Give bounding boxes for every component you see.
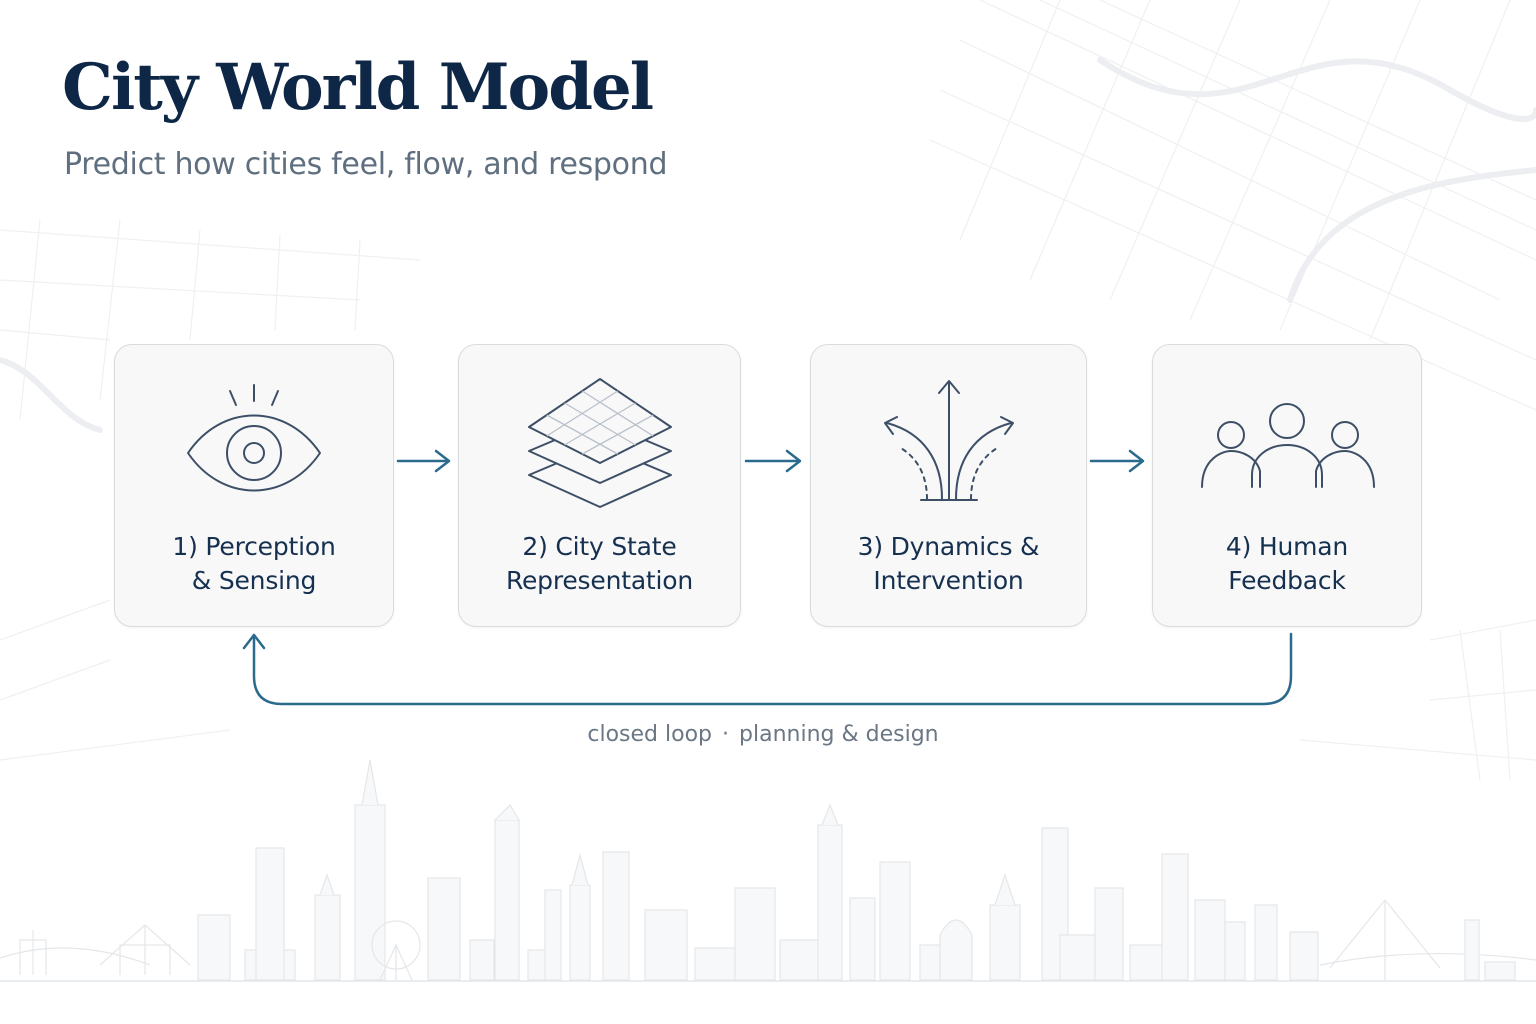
loop-caption-planning: planning & design [739,722,939,747]
step-label-line2: Intervention [873,566,1024,595]
step-label-line1: 4) Human [1225,532,1349,561]
people-icon [1201,403,1375,488]
layers-icon [527,378,672,508]
step-label-line1: 2) City State [522,532,677,561]
step-card-city-state: 2) City State Representation [458,344,741,627]
step-label-line1: 1) Perception [172,532,336,561]
step-card-perception: 1) Perception & Sensing [114,344,394,627]
loop-caption-closed-loop: closed loop [587,722,713,747]
step-label-line2: Feedback [1228,566,1346,595]
step-label-line2: Representation [505,566,694,595]
page-subtitle: Predict how cities feel, flow, and respo… [64,147,668,182]
step-label-line1: 3) Dynamics & [857,532,1040,561]
city-skyline-illustration [0,759,1536,982]
step-card-human-feedback: 4) Human Feedback [1152,344,1422,627]
branching-arrows-icon [883,380,1014,501]
step-card-dynamics: 3) Dynamics & Intervention [810,344,1087,627]
page-title: City World Model [62,50,654,125]
eye-icon [187,384,321,492]
step-label-line2: & Sensing [191,566,317,595]
loop-caption: closed loop · planning & design [0,722,1536,747]
loop-caption-separator: · [722,722,730,747]
